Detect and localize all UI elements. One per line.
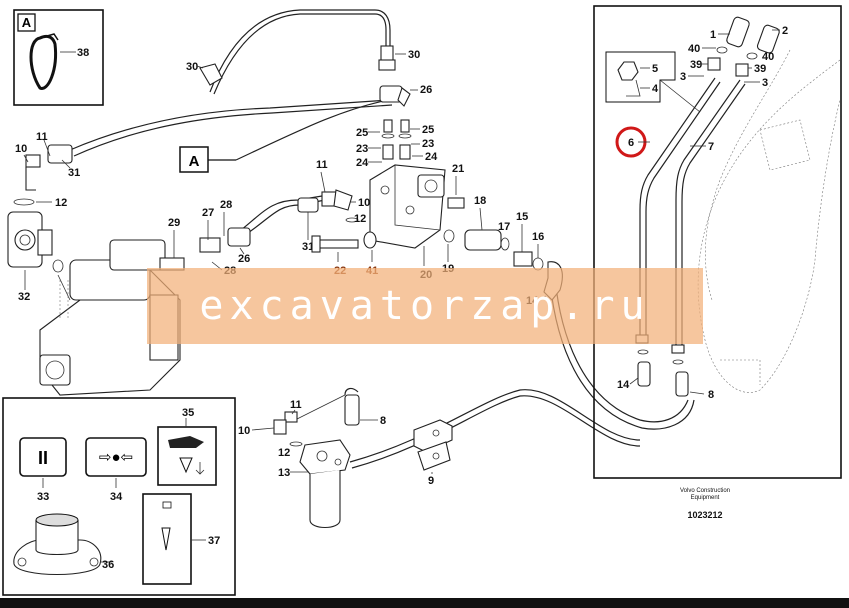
callout-31a: 31 xyxy=(68,167,80,179)
callout-40b: 40 xyxy=(762,51,774,63)
callout-18: 18 xyxy=(474,195,486,207)
callout-9: 9 xyxy=(428,475,434,487)
symbols-box: II 33 ⇨●⇦ 34 35 37 36 xyxy=(2,397,236,596)
callout-12c: 12 xyxy=(278,447,290,459)
pause-symbol-icon xyxy=(19,437,67,477)
middle-fittings: 29 27 28 28 26 xyxy=(159,199,251,277)
callout-11a: 11 xyxy=(36,131,48,143)
brand-line-2: Equipment xyxy=(690,495,720,501)
callout-10c: 10 xyxy=(238,425,250,437)
callout-28a: 28 xyxy=(220,199,232,211)
valve-side-parts: 11 10 12 31 22 41 xyxy=(297,159,378,277)
callout-14b: 14 xyxy=(617,379,630,391)
callout-33: 33 xyxy=(37,491,49,503)
callout-7: 7 xyxy=(708,141,714,153)
callout-40a: 40 xyxy=(688,43,700,55)
callout-5: 5 xyxy=(652,63,658,75)
callout-26b: 26 xyxy=(238,253,250,265)
detail-box-a: A 38 xyxy=(13,9,104,106)
callout-12a: 12 xyxy=(55,197,67,209)
callout-10a: 10 xyxy=(15,143,27,155)
callout-2: 2 xyxy=(782,25,788,37)
callout-12b: 12 xyxy=(354,213,366,225)
callout-15: 15 xyxy=(516,211,528,223)
filter-assembly: 8 11 10 12 13 xyxy=(238,387,386,529)
callout-36: 36 xyxy=(102,559,114,571)
brand-line: Volvo Construction Equipment xyxy=(660,488,750,502)
check-symbol-icon xyxy=(157,426,217,486)
callout-27: 27 xyxy=(202,207,214,219)
callout-25a: 25 xyxy=(356,127,368,139)
top-fittings: 30 30 26 xyxy=(186,45,432,107)
detail-panel-right: 5 4 1 2 40 40 39 39 3 3 xyxy=(593,5,842,479)
callout-37: 37 xyxy=(208,535,220,547)
watermark: excavatorzap.ru xyxy=(147,268,703,344)
callout-3b: 3 xyxy=(762,77,768,89)
left-fittings: 11 10 31 12 32 xyxy=(7,131,80,303)
callout-24a: 24 xyxy=(356,157,369,169)
clamp: 9 xyxy=(413,419,453,487)
view-a-label: A xyxy=(189,153,200,170)
callout-23a: 23 xyxy=(356,143,368,155)
callout-11b: 11 xyxy=(316,159,328,171)
document-number: 1023212 xyxy=(687,510,723,520)
callout-10b: 10 xyxy=(358,197,370,209)
callout-24b: 24 xyxy=(425,151,438,163)
detail-a-marker: A xyxy=(22,15,32,30)
callout-13: 13 xyxy=(278,467,290,479)
callout-11c: 11 xyxy=(290,399,302,411)
callout-39b: 39 xyxy=(754,63,766,75)
callout-32: 32 xyxy=(18,291,30,303)
callout-21: 21 xyxy=(452,163,464,175)
callout-34: 34 xyxy=(110,491,123,503)
callout-16: 16 xyxy=(532,231,544,243)
lubricate-symbol-icon xyxy=(85,437,147,477)
pause-symbol-text: II xyxy=(38,448,48,468)
callout-30a: 30 xyxy=(186,61,198,73)
lubricate-symbol-text: ⇨●⇦ xyxy=(99,449,133,466)
callout-8b: 8 xyxy=(380,415,386,427)
callout-31b: 31 xyxy=(302,241,314,253)
callout-38: 38 xyxy=(77,47,89,59)
callout-17: 17 xyxy=(498,221,510,233)
callout-30b: 30 xyxy=(408,49,420,61)
callout-3a: 3 xyxy=(680,71,686,83)
callout-6: 6 xyxy=(628,137,634,149)
callout-23b: 23 xyxy=(422,138,434,150)
callout-1: 1 xyxy=(710,29,716,41)
callout-25b: 25 xyxy=(422,124,434,136)
callout-4: 4 xyxy=(652,83,659,95)
view-a-marker: A xyxy=(179,146,236,173)
callout-39a: 39 xyxy=(690,59,702,71)
callout-26a: 26 xyxy=(420,84,432,96)
bottom-bar xyxy=(0,598,849,608)
callout-29: 29 xyxy=(168,217,180,229)
callout-35: 35 xyxy=(182,407,194,419)
callout-8a: 8 xyxy=(708,389,714,401)
brand-line-1: Volvo Construction xyxy=(679,488,731,494)
